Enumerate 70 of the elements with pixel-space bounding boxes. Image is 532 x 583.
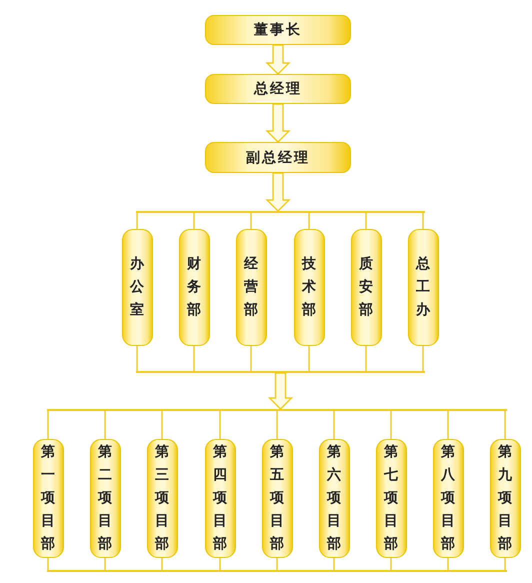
connector-line bbox=[504, 558, 506, 570]
department-box bbox=[262, 439, 292, 558]
department-box bbox=[146, 439, 178, 558]
connector-line bbox=[193, 346, 195, 371]
connector-line bbox=[250, 213, 252, 229]
department-box bbox=[294, 229, 324, 346]
box-label: 第七项目部 bbox=[383, 443, 399, 554]
position-box bbox=[205, 142, 351, 173]
department-box bbox=[432, 439, 464, 558]
box-label: 技术部 bbox=[301, 255, 317, 320]
hollow-arrow bbox=[265, 103, 291, 143]
connector-line bbox=[276, 411, 278, 439]
department-box bbox=[236, 229, 266, 346]
department-box bbox=[318, 439, 350, 558]
hollow-arrow bbox=[265, 172, 291, 212]
connector-line bbox=[390, 411, 392, 439]
connector-line bbox=[276, 558, 278, 570]
connector-line bbox=[447, 558, 449, 570]
box-label: 第九项目部 bbox=[497, 443, 513, 554]
department-box bbox=[122, 229, 152, 346]
connector-line bbox=[47, 411, 49, 439]
box-label: 质安部 bbox=[358, 255, 374, 320]
box-label: 办公室 bbox=[129, 255, 145, 320]
connector-line bbox=[447, 411, 449, 439]
connector-line bbox=[390, 558, 392, 570]
box-label: 第三项目部 bbox=[154, 443, 170, 554]
connector-line bbox=[104, 558, 106, 570]
box-label: 第四项目部 bbox=[212, 443, 228, 554]
box-label: 第五项目部 bbox=[269, 443, 285, 554]
box-label: 第八项目部 bbox=[440, 443, 456, 554]
connector-line bbox=[219, 411, 221, 439]
department-box bbox=[178, 229, 210, 346]
connector-line bbox=[219, 558, 221, 570]
connector-line bbox=[365, 346, 367, 371]
department-box bbox=[32, 439, 64, 558]
connector-line bbox=[193, 213, 195, 229]
department-box bbox=[376, 439, 406, 558]
connector-line bbox=[333, 411, 335, 439]
position-box bbox=[205, 74, 351, 104]
connector-line bbox=[47, 558, 49, 570]
box-label: 财务部 bbox=[186, 255, 202, 320]
department-box bbox=[350, 229, 382, 346]
connector-line bbox=[365, 213, 367, 229]
connector-line bbox=[161, 411, 163, 439]
connector-line bbox=[136, 346, 138, 371]
connector-line bbox=[308, 213, 310, 229]
hollow-arrow bbox=[265, 44, 291, 75]
box-label: 第一项目部 bbox=[40, 443, 56, 554]
position-box bbox=[205, 15, 351, 45]
connector-line bbox=[422, 346, 424, 371]
hollow-arrow bbox=[268, 372, 294, 410]
box-label: 第二项目部 bbox=[97, 443, 113, 554]
connector-line bbox=[250, 346, 252, 371]
connector-line bbox=[308, 346, 310, 371]
department-box bbox=[490, 439, 520, 558]
connector-line bbox=[333, 558, 335, 570]
box-label: 经营部 bbox=[243, 255, 259, 320]
connector-line bbox=[161, 558, 163, 570]
connector-line bbox=[136, 213, 138, 229]
department-box bbox=[90, 439, 120, 558]
department-box bbox=[408, 229, 438, 346]
box-label: 副总经理 bbox=[246, 148, 310, 166]
department-box bbox=[204, 439, 236, 558]
connector-line bbox=[504, 411, 506, 439]
connector-line bbox=[104, 411, 106, 439]
connector-line bbox=[422, 213, 424, 229]
box-label: 第六项目部 bbox=[326, 443, 342, 554]
box-label: 总工办 bbox=[415, 255, 431, 320]
box-label: 董事长 bbox=[254, 21, 302, 39]
box-label: 总经理 bbox=[254, 80, 302, 98]
